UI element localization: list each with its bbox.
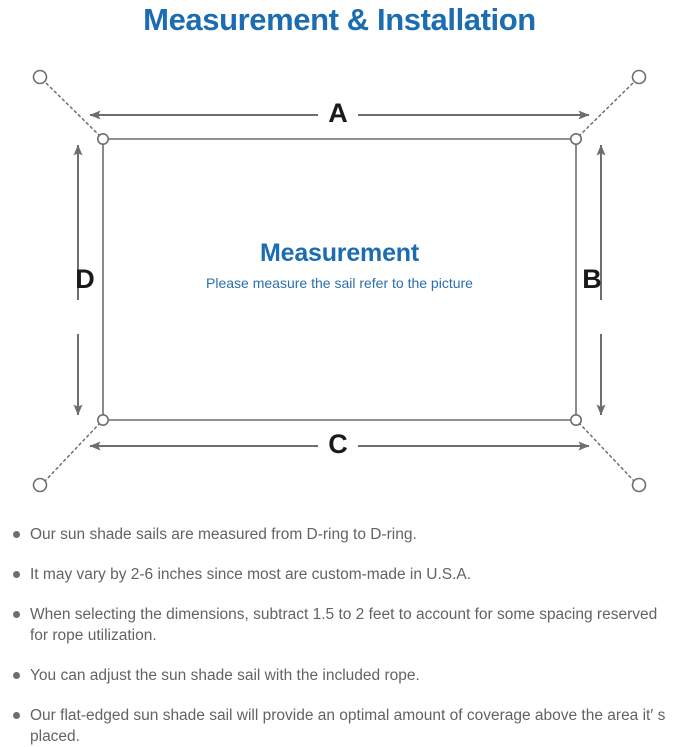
d-ring-top-left [97,133,110,146]
note-item: You can adjust the sun shade sail with t… [0,665,679,686]
note-item: Our flat-edged sun shade sail will provi… [0,705,679,747]
anchor-ring-top-right [631,69,647,85]
note-text: Our flat-edged sun shade sail will provi… [30,707,666,745]
rope-line-top-left [44,81,101,137]
note-item: It may vary by 2-6 inches since most are… [0,564,679,585]
note-text: It may vary by 2-6 inches since most are… [30,566,472,583]
d-rings [97,133,582,426]
bullet-icon [13,712,20,719]
dimension-label-b: B [582,264,602,294]
sail-diagram [0,44,679,514]
d-ring-top-right [569,133,582,146]
d-ring-bottom-right [569,413,582,426]
rope-line-bottom-right [578,422,635,482]
note-text: Our sun shade sails are measured from D-… [30,526,417,543]
bullet-icon [13,531,20,538]
note-item: When selecting the dimensions, subtract … [0,604,679,646]
page-title: Measurement & Installation [143,2,536,37]
note-text: You can adjust the sun shade sail with t… [30,667,420,684]
anchor-rings [32,69,647,493]
bullet-icon [13,672,20,679]
rope-lines [44,81,635,482]
anchor-ring-bottom-right [631,477,647,493]
bullet-icon [13,611,20,618]
rope-line-bottom-left [44,422,101,482]
notes-list: Our sun shade sails are measured from D-… [0,524,679,747]
dimension-label-d: D [75,264,95,294]
sail-outline [102,138,577,421]
anchor-ring-bottom-left [32,477,48,493]
rope-line-top-right [578,81,635,137]
anchor-ring-top-left [32,69,48,85]
bullet-icon [13,571,20,578]
note-text: When selecting the dimensions, subtract … [30,606,658,644]
dimension-label-c: C [328,429,348,459]
dimension-label-a: A [328,98,348,128]
note-item: Our sun shade sails are measured from D-… [0,524,679,545]
d-ring-bottom-left [97,413,110,426]
dimension-arrows [73,110,606,451]
